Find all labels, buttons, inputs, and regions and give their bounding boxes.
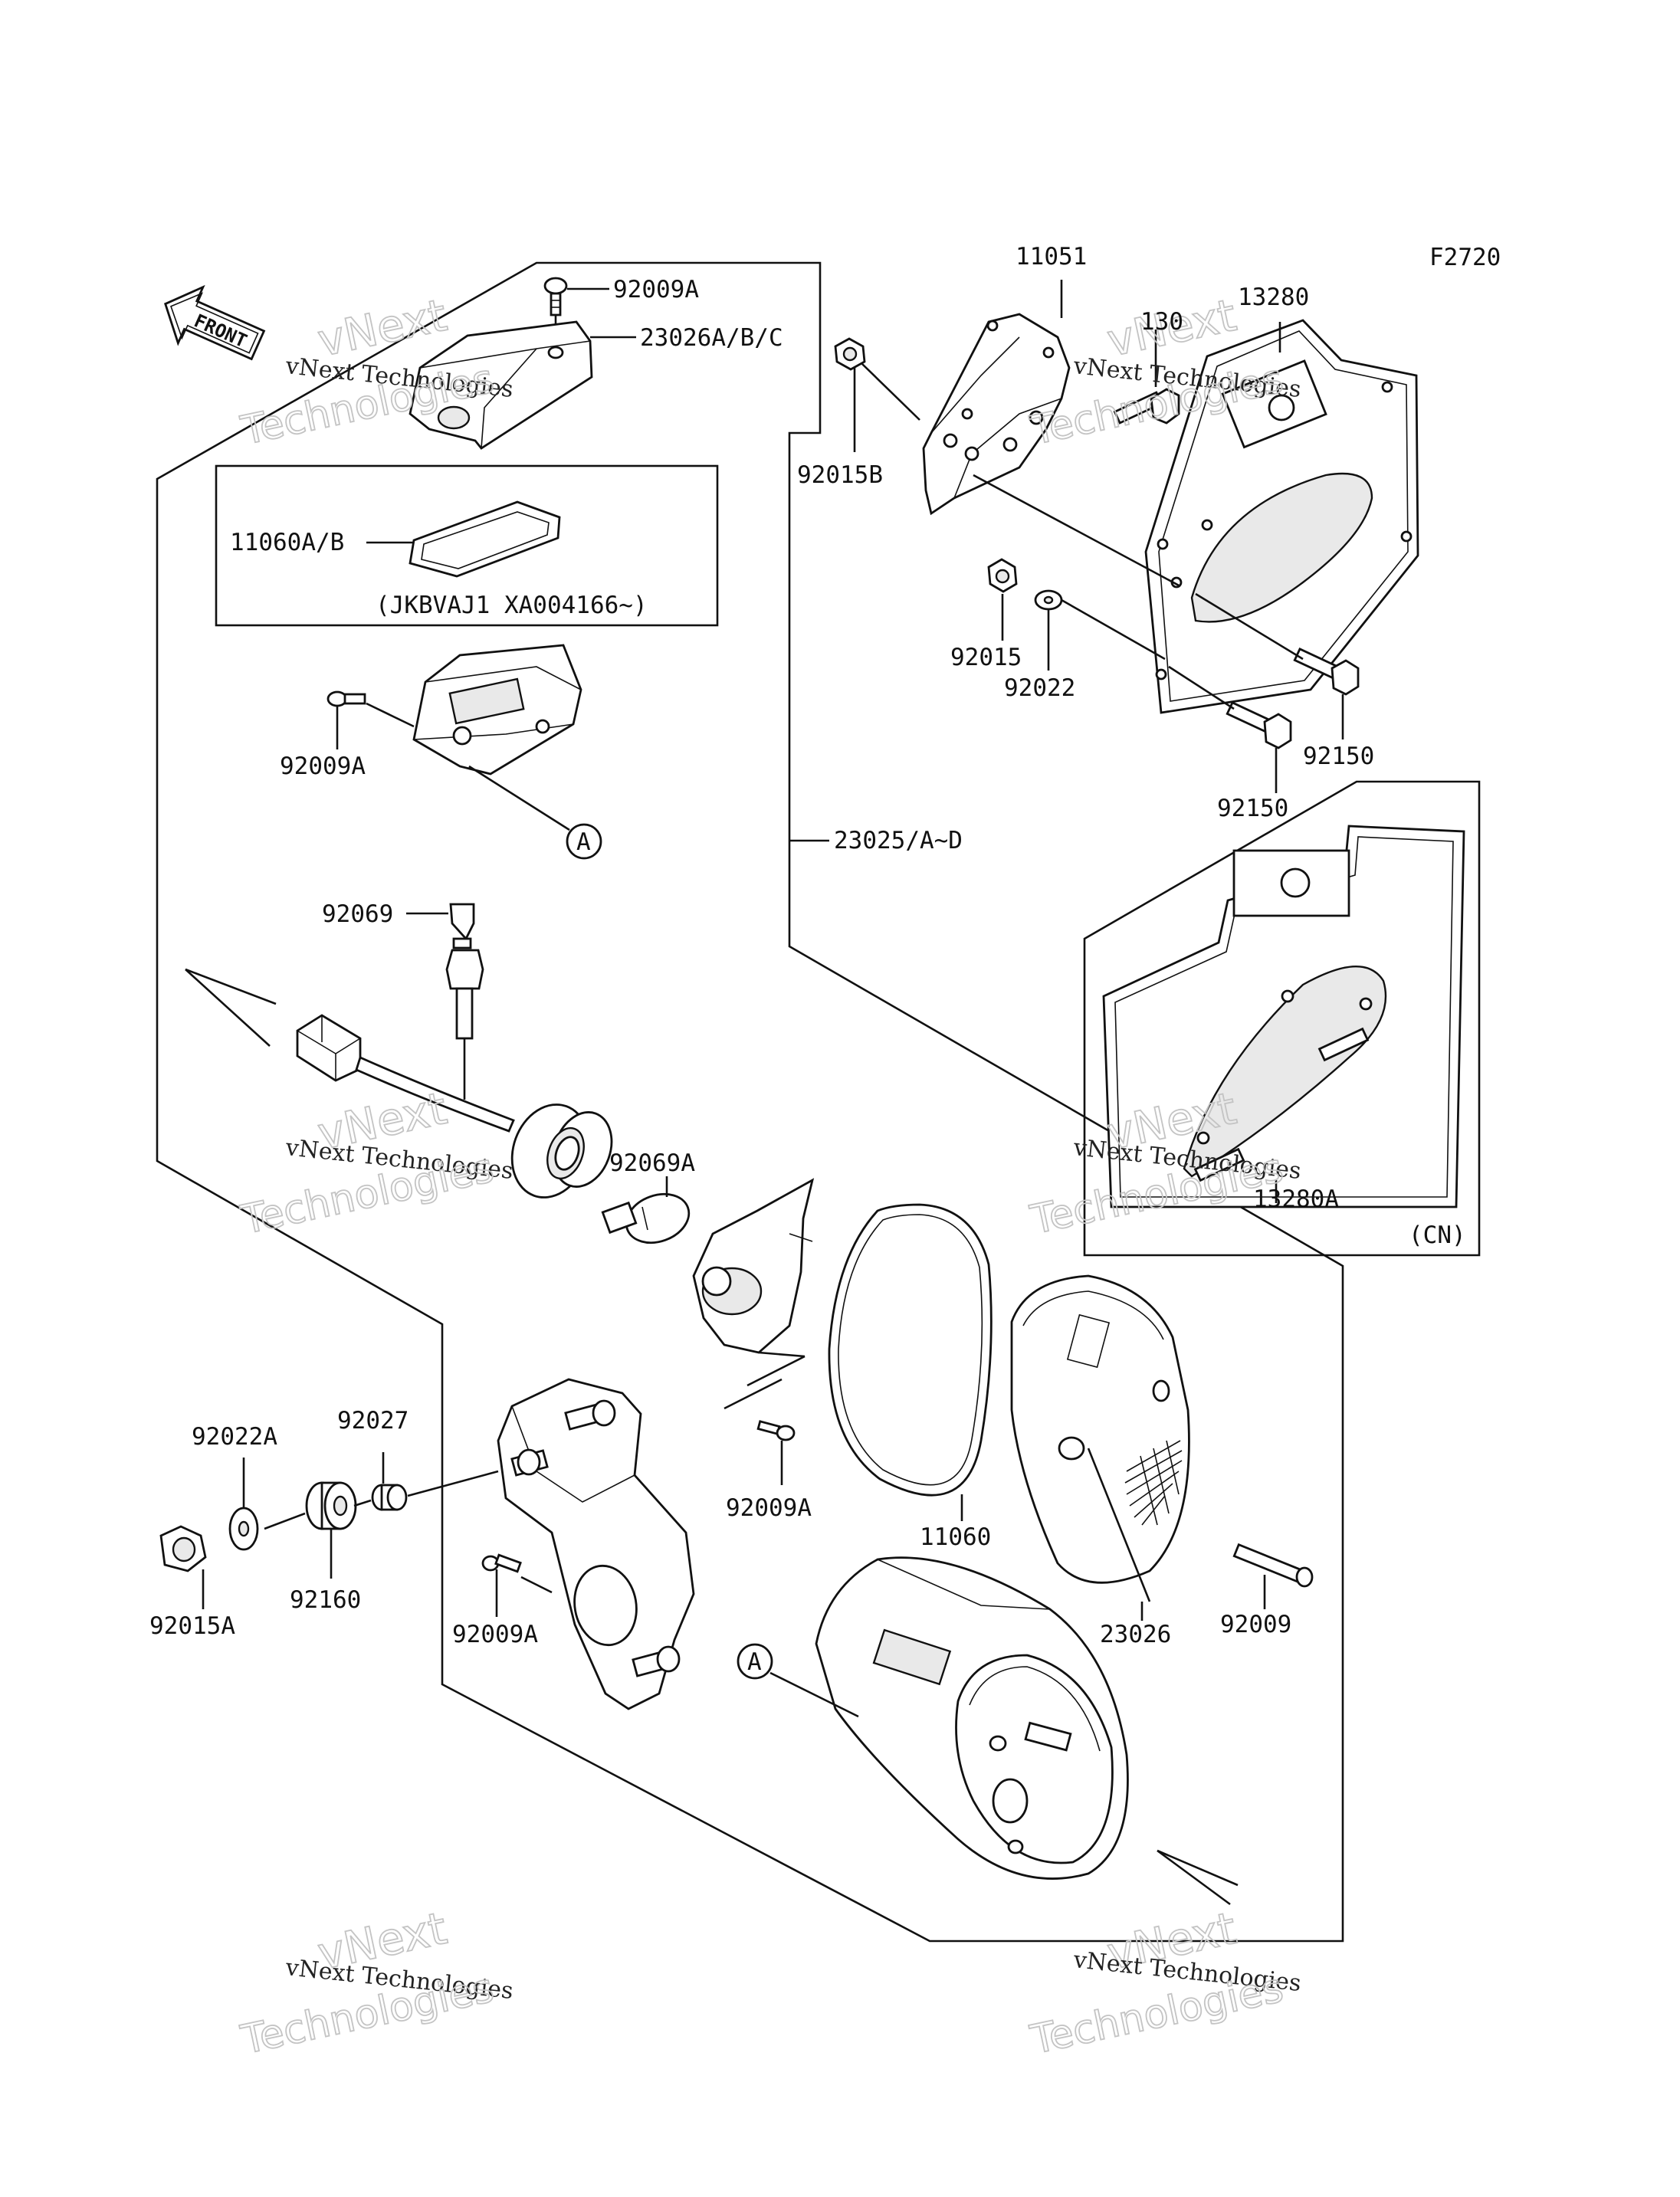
- lens-gasket: [828, 1203, 993, 1497]
- ref-circle-a-top: [566, 823, 602, 860]
- label-23026: 23026: [1100, 1621, 1171, 1648]
- ref-circle-a-bottom: [737, 1643, 773, 1680]
- label-23025AD: 23025/A~D: [834, 827, 963, 854]
- nut-92015A: [159, 1525, 207, 1572]
- label-92069A: 92069A: [609, 1149, 695, 1177]
- label-92009A-bot: 92009A: [452, 1621, 538, 1648]
- license-lamp-cover: [409, 320, 593, 450]
- label-13280: 13280: [1238, 284, 1309, 311]
- ref-a-bottom-label: A: [747, 1648, 762, 1676]
- mount-stud-1: [564, 1399, 616, 1431]
- nut-92015B: [834, 337, 866, 371]
- lamp-base: [412, 644, 582, 776]
- figure-code: F2720: [1429, 244, 1501, 271]
- main-bulb-socket: [510, 1103, 613, 1199]
- label-92150-b: 92150: [1217, 795, 1288, 822]
- ref-a-top-label: A: [576, 828, 591, 856]
- watermark-bottom-left: vNext vNext Technologies Technologies: [236, 1901, 514, 2064]
- bolt-92150-b: [1226, 701, 1292, 749]
- screw-92009A-bot: [481, 1553, 522, 1573]
- washer-92022A: [228, 1507, 259, 1551]
- tail-lens: [1010, 1274, 1190, 1584]
- tail-lamp-housing: [815, 1556, 1129, 1880]
- screw-92009A-mid: [756, 1420, 796, 1441]
- bolt-130: [1113, 388, 1180, 425]
- nut-92015: [987, 558, 1018, 593]
- front-arrow: FRONT: [164, 284, 266, 361]
- label-range-note: (JKBVAJ1 XA004166~): [376, 592, 648, 619]
- plate-emblem: [1268, 394, 1295, 421]
- screw-92009: [1232, 1543, 1314, 1588]
- lamp-gasket: [409, 500, 561, 578]
- label-92015A: 92015A: [149, 1612, 235, 1640]
- label-92015B: 92015B: [797, 461, 883, 489]
- label-92009A-mid: 92009A: [726, 1494, 812, 1522]
- label-23026ABC: 23026A/B/C: [640, 324, 783, 352]
- mount-stud-3: [632, 1645, 681, 1677]
- grommet-92160: [305, 1481, 357, 1530]
- license-plate: [1144, 319, 1419, 714]
- mount-stud-2: [510, 1448, 549, 1477]
- bulb-92069A: [601, 1192, 691, 1244]
- label-92009A-top: 92009A: [613, 276, 699, 303]
- left-assembly-outline: [156, 261, 1344, 1943]
- screw-92009A-top: [543, 277, 568, 316]
- label-92027: 92027: [337, 1407, 409, 1435]
- label-11060AB: 11060A/B: [230, 529, 344, 556]
- small-bulb-socket: [445, 949, 484, 1100]
- label-11060: 11060: [920, 1523, 991, 1551]
- gasket-inset-box: [215, 464, 719, 627]
- washer-92022: [1034, 589, 1063, 611]
- label-11051: 11051: [1016, 243, 1087, 271]
- label-92015: 92015: [950, 644, 1022, 671]
- svg-text:vNext: vNext: [313, 289, 451, 367]
- reflector-bracket: [692, 1178, 815, 1354]
- label-92022A: 92022A: [192, 1423, 277, 1451]
- label-92009A-left: 92009A: [280, 753, 366, 780]
- bulb-92069: [449, 903, 475, 949]
- label-92069: 92069: [322, 900, 393, 928]
- screw-92009A-left: [326, 690, 366, 707]
- lamp-mount-bracket: [497, 1378, 695, 1710]
- cn-plate-emblem: [1280, 867, 1311, 898]
- license-plate-cn: [1102, 825, 1465, 1208]
- harness-connector: [296, 1014, 362, 1082]
- label-92009: 92009: [1220, 1611, 1291, 1638]
- label-13280A: 13280A: [1253, 1185, 1339, 1213]
- label-market-cn: (CN): [1409, 1221, 1466, 1249]
- label-130: 130: [1140, 308, 1183, 336]
- label-92160: 92160: [290, 1586, 361, 1614]
- watermark-bottom-right: vNext vNext Technologies Technologies: [1025, 1901, 1302, 2064]
- label-92022: 92022: [1004, 674, 1075, 702]
- cn-plate-box: [1083, 780, 1481, 1257]
- license-bracket: [922, 313, 1071, 516]
- collar-92027: [371, 1484, 408, 1511]
- label-92150-a: 92150: [1303, 743, 1374, 770]
